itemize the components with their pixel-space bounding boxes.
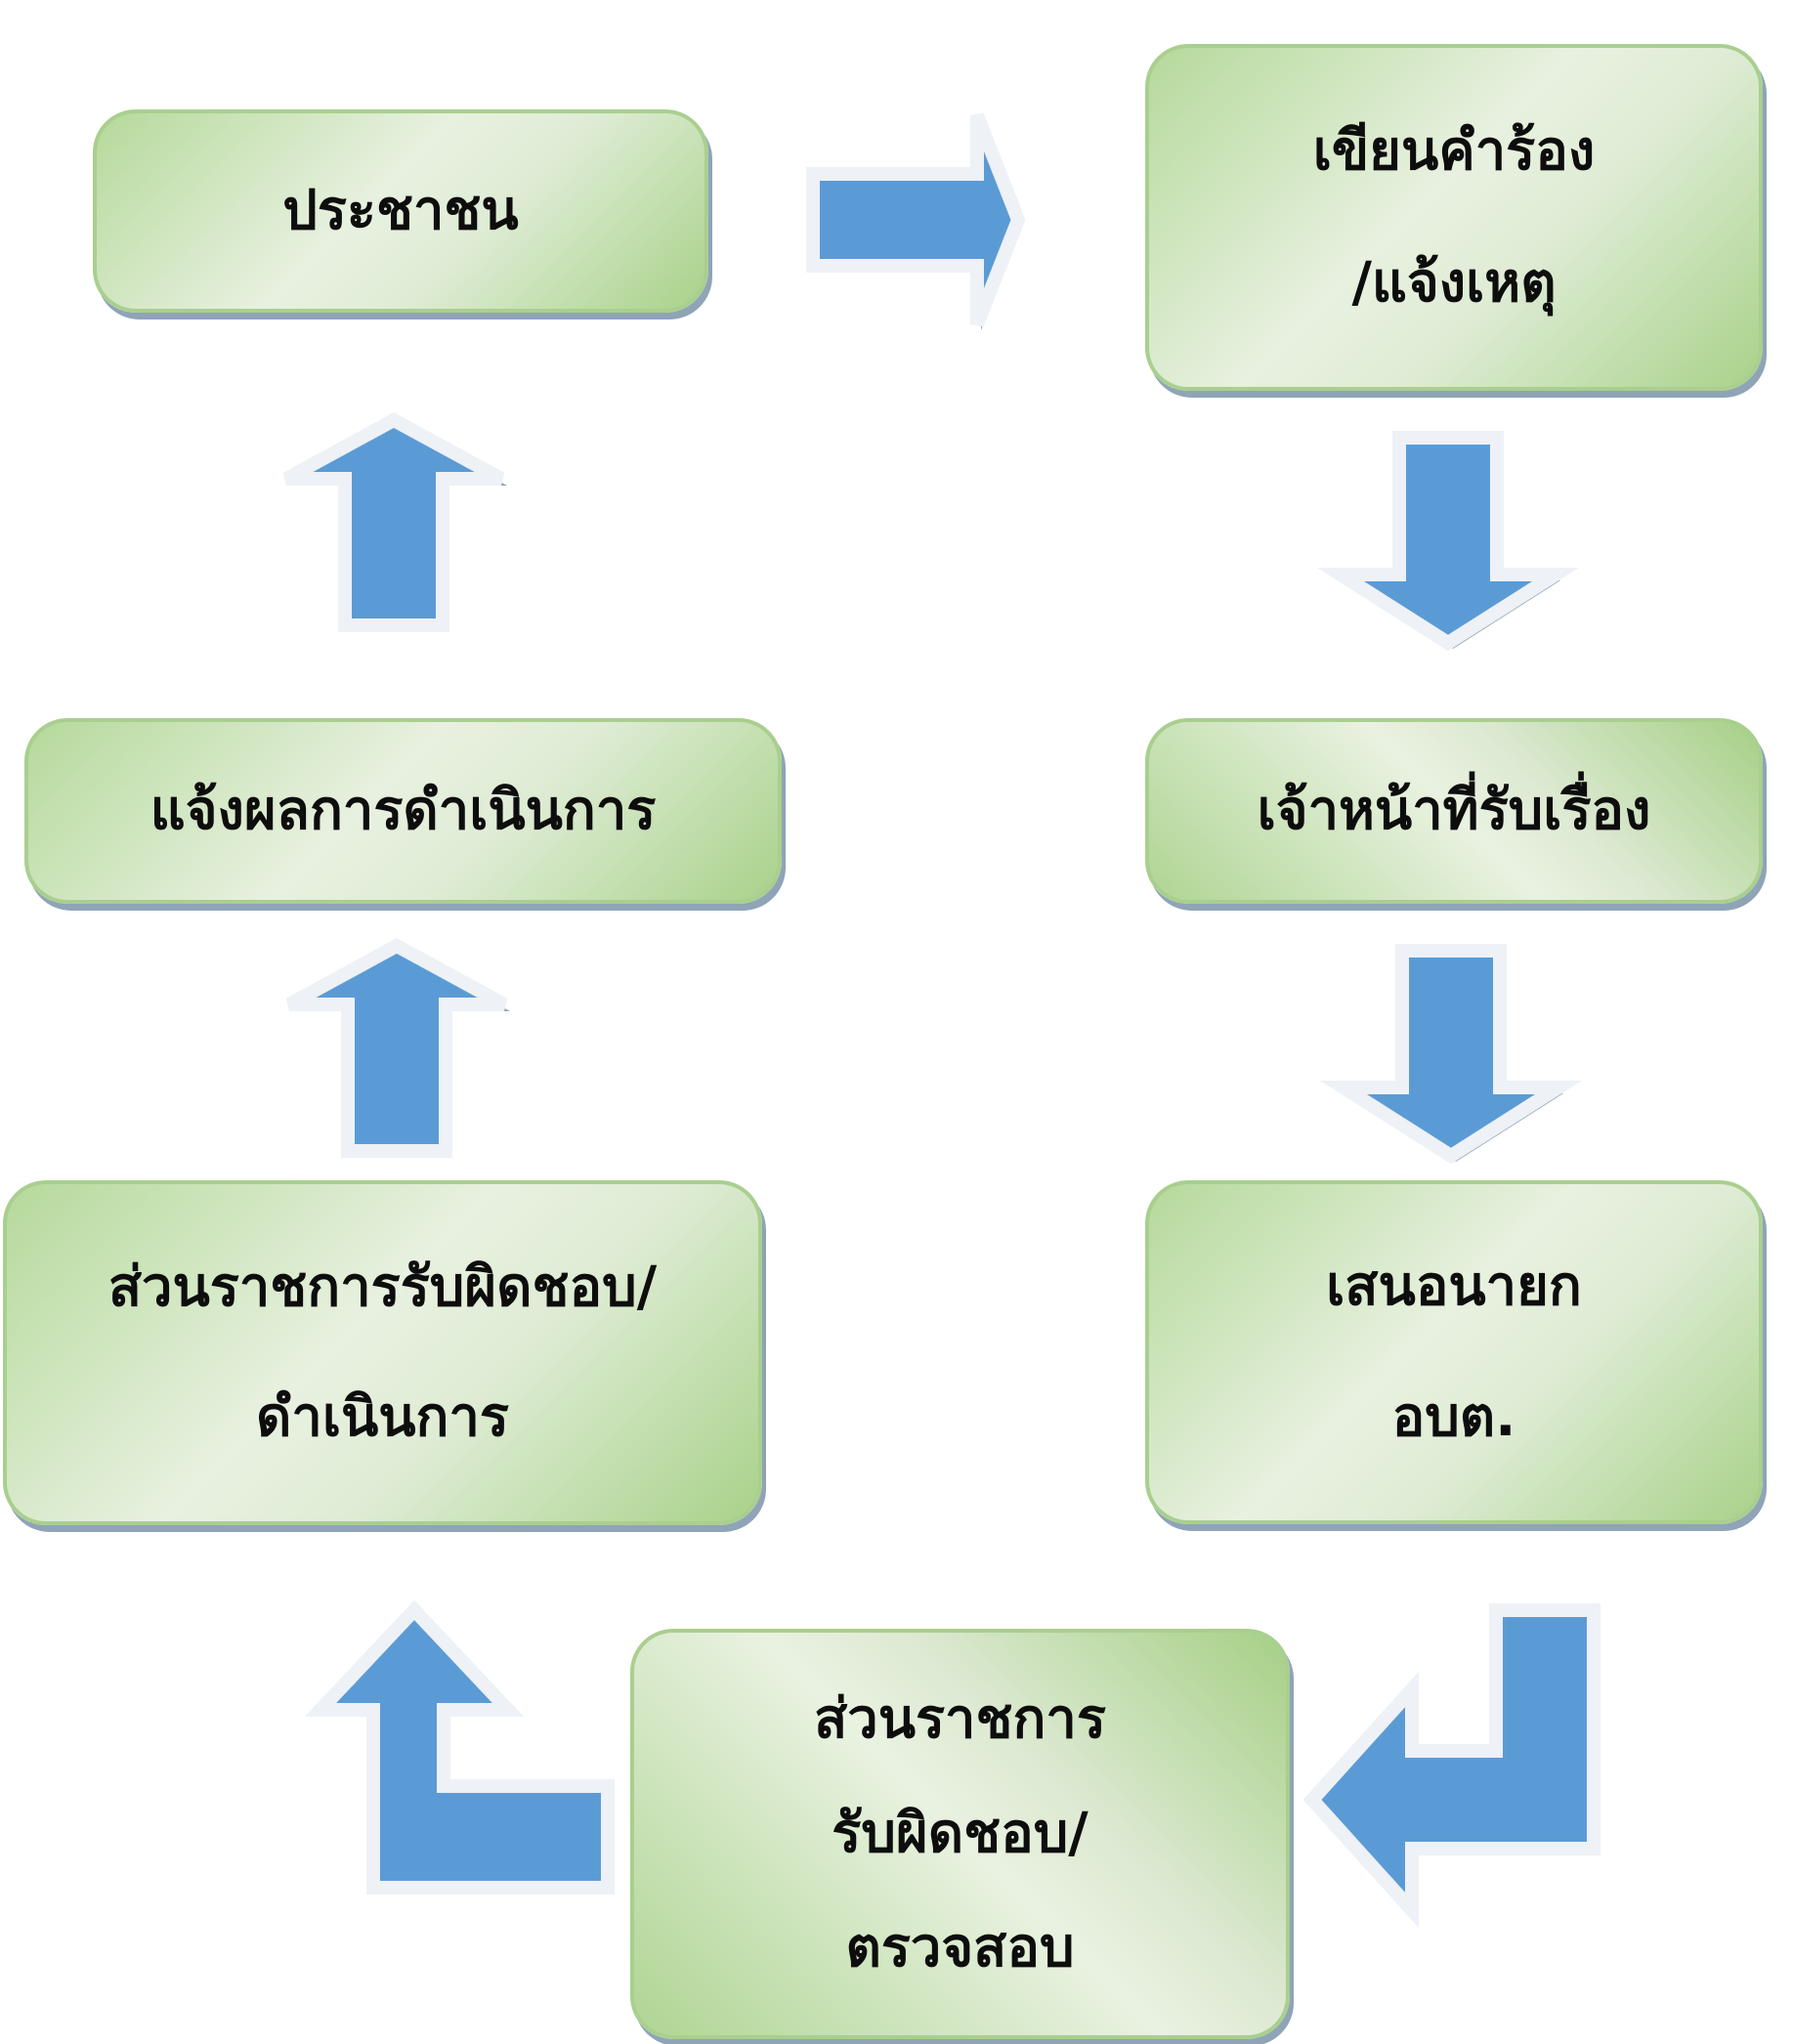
arrow-bent-left-icon (1302, 1603, 1601, 1929)
step-propose-box: เสนอนายก อบต. (1145, 1180, 1763, 1524)
arrow-down-icon (1316, 431, 1580, 652)
step-inspect-box: ส่วนราชการ รับผิดชอบ/ ตรวจสอบ (630, 1629, 1290, 2039)
step-officer-box: เจ้าหน้าที่รับเรื่อง (1145, 718, 1763, 904)
arrow-up-icon (282, 412, 507, 632)
step-propose-line-1: เสนอนายก (1326, 1255, 1582, 1319)
step-write-request-box: เขียนคำร้อง /แจ้งเหตุ (1145, 44, 1763, 391)
arrow-up-icon (285, 938, 510, 1158)
step-operate-line-2: ดำเนินการ (256, 1385, 509, 1450)
arrow-bent-up-icon (304, 1599, 615, 1895)
step-write-request-line-2: /แจ้งเหตุ (1351, 250, 1557, 315)
step-operate-box: ส่วนราชการรับผิดชอบ/ ดำเนินการ (3, 1180, 762, 1525)
step-report-box: แจ้งผลการดำเนินการ (24, 718, 782, 904)
step-operate-line-1: ส่วนราชการรับผิดชอบ/ (107, 1255, 658, 1319)
step-write-request-line-1: เขียนคำร้อง (1312, 119, 1596, 184)
step-report-line-1: แจ้งผลการดำเนินการ (149, 779, 657, 842)
step-propose-line-2: อบต. (1391, 1384, 1516, 1449)
arrow-down-icon (1319, 944, 1583, 1165)
step-inspect-line-3: ตรวจสอบ (845, 1916, 1075, 1980)
arrow-right-icon (806, 112, 1026, 330)
step-citizen-box: ประชาชน (93, 109, 708, 313)
step-officer-line-1: เจ้าหน้าที่รับเรื่อง (1257, 779, 1651, 842)
step-inspect-line-2: รับผิดชอบ/ (832, 1802, 1089, 1865)
step-inspect-line-1: ส่วนราชการ (814, 1687, 1106, 1751)
step-citizen-line-1: ประชาชน (282, 179, 519, 242)
